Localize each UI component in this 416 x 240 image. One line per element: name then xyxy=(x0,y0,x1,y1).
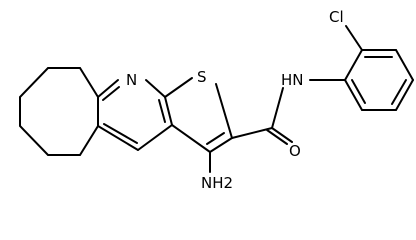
atom-label-hn: HN xyxy=(281,71,304,89)
bond xyxy=(391,79,407,105)
amide-group xyxy=(231,87,293,145)
bond xyxy=(171,124,211,153)
bond xyxy=(103,123,138,144)
molecule-structure: N S HN Cl O NH2 xyxy=(19,8,414,192)
bond xyxy=(97,125,139,151)
bond xyxy=(395,79,414,111)
bond xyxy=(271,127,293,143)
bond xyxy=(164,77,193,98)
bond xyxy=(97,79,119,98)
bond xyxy=(102,86,120,101)
bond xyxy=(345,25,363,51)
bond xyxy=(215,83,233,139)
bond xyxy=(351,79,366,104)
pyridine-ring xyxy=(97,79,173,151)
bond xyxy=(344,49,363,81)
molecule-diagram: N S HN Cl O NH2 xyxy=(19,8,414,192)
chlorophenyl-ring xyxy=(309,25,414,111)
atom-label-s: S xyxy=(197,68,207,86)
atom-label-n-ring: N xyxy=(126,71,137,89)
bond xyxy=(266,129,288,145)
bond xyxy=(206,132,225,145)
bond xyxy=(344,79,363,111)
bond xyxy=(209,137,233,153)
bond xyxy=(231,127,273,139)
bond xyxy=(164,96,173,126)
bond xyxy=(395,49,414,81)
bond xyxy=(137,124,173,151)
bond xyxy=(271,87,284,129)
atom-label-nh2: NH2 xyxy=(201,174,233,192)
atom-label-cl: Cl xyxy=(329,8,344,26)
atom-label-o: O xyxy=(289,142,301,160)
bond xyxy=(158,99,166,123)
thiophene-ring xyxy=(164,77,233,153)
cyclooctane-ring xyxy=(19,67,99,156)
bond xyxy=(19,67,99,156)
bond xyxy=(145,79,166,98)
